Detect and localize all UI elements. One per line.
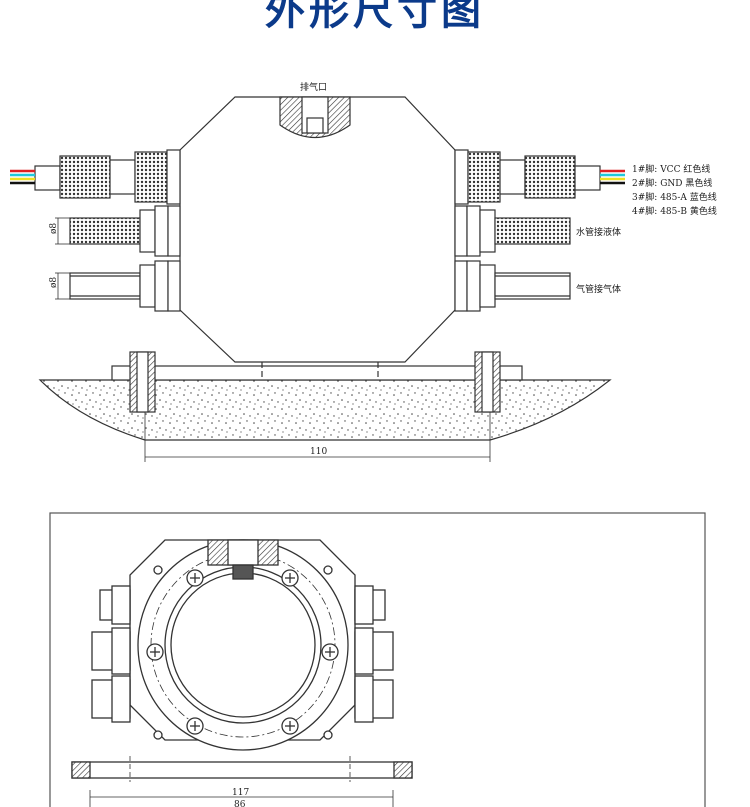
wiring-row: 1#脚: VCC 红色线 (632, 163, 710, 175)
front-view-frame (49, 512, 706, 807)
wires-right (600, 169, 625, 185)
ground (38, 379, 612, 441)
wiring-row: 2#脚: GND 黑色线 (632, 177, 712, 189)
dimension-86: 86 (234, 800, 246, 807)
water-pipe-label: 水管接液体 (576, 226, 621, 238)
screw-icon (153, 730, 163, 740)
wiring-row: 3#脚: 485-A 蓝色线 (632, 191, 717, 203)
wires-left (10, 169, 35, 185)
gas-pipe-label: 气管接气体 (576, 283, 621, 295)
screw-icon (186, 569, 204, 587)
screw-icon (281, 569, 299, 587)
diameter-label: ø8 (49, 277, 59, 288)
screw-icon (323, 565, 333, 575)
water-gland-left (69, 205, 181, 257)
gas-gland-right (454, 260, 571, 312)
knurled-nut (524, 155, 576, 199)
wiring-row: 4#脚: 485-B 黄色线 (632, 205, 717, 217)
screw-icon (153, 565, 163, 575)
dimension-117: 117 (232, 788, 249, 798)
diameter-label: ø8 (49, 223, 59, 234)
dimension-110: 110 (310, 447, 327, 457)
base-plate (71, 761, 413, 779)
knurled-nut (134, 151, 168, 203)
screw-icon (321, 643, 339, 661)
page-title: 外形尺寸图 (265, 0, 485, 34)
screw-icon (323, 730, 333, 740)
knurled-nut (467, 151, 501, 203)
screw-icon (281, 717, 299, 735)
water-gland-right (454, 205, 571, 257)
front-view (71, 539, 413, 807)
gas-gland-left (69, 260, 181, 312)
knurled-nut (59, 155, 111, 199)
screw-icon (146, 643, 164, 661)
screw-icon (186, 717, 204, 735)
exhaust-port-label: 排气口 (300, 81, 327, 93)
wiring-legend: 1#脚: VCC 红色线 2#脚: GND 黑色线 3#脚: 485-A 蓝色线… (632, 163, 717, 217)
side-view (34, 96, 612, 462)
mount-plate (111, 365, 523, 381)
